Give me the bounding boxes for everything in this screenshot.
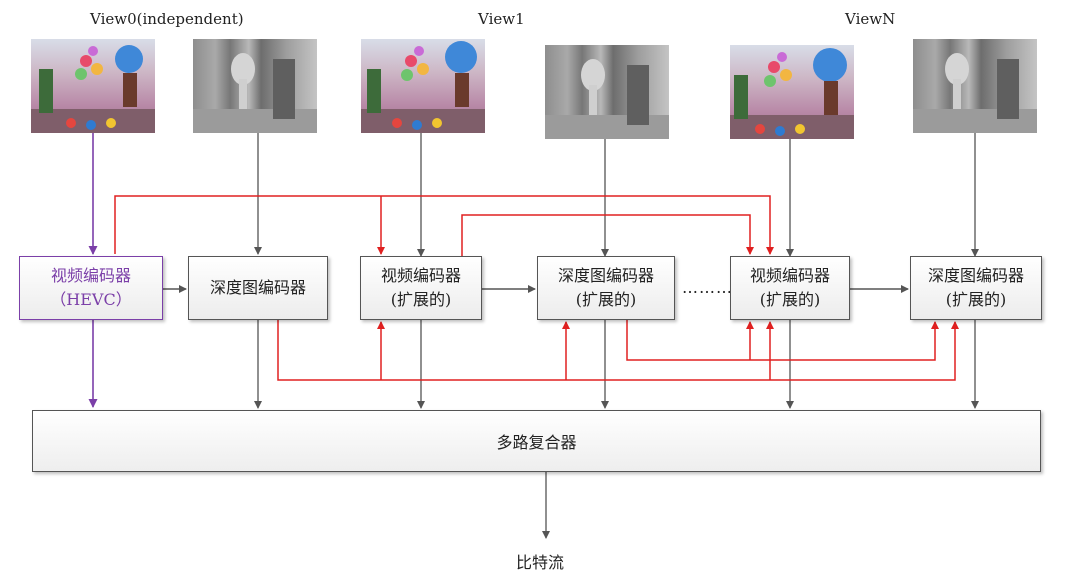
depth1-encoder: 深度图编码器 (扩展的) (537, 256, 675, 320)
bitstream-label: 比特流 (516, 549, 564, 573)
depth0-encoder-label: 深度图编码器 (210, 276, 306, 300)
depth1-encoder-label: 深度图编码器 (558, 264, 654, 288)
base-video-encoder-label: 视频编码器 (51, 264, 131, 288)
videoN-encoder-label: 视频编码器 (750, 264, 830, 288)
depth0-to-depthN-dependency (278, 320, 955, 380)
depth1-to-depthN-dependency (627, 320, 935, 360)
video1-encoder: 视频编码器 (扩展的) (360, 256, 482, 320)
videoN-encoder: 视频编码器 (扩展的) (730, 256, 850, 320)
depthN-encoder-extended: (扩展的) (946, 288, 1007, 312)
video1-to-videoN-dependency (462, 215, 750, 256)
depth1-encoder-extended: (扩展的) (576, 288, 637, 312)
video1-encoder-extended: (扩展的) (391, 288, 452, 312)
multiplexer-label: 多路复合器 (496, 429, 576, 453)
base-video-encoder: 视频编码器 （HEVC） (19, 256, 163, 320)
depthN-encoder-label: 深度图编码器 (928, 264, 1024, 288)
base-to-videoN-dependency (115, 196, 770, 254)
depthN-encoder: 深度图编码器 (扩展的) (910, 256, 1042, 320)
videoN-encoder-extended: (扩展的) (760, 288, 821, 312)
ellipsis: ……… (682, 278, 733, 297)
video1-encoder-label: 视频编码器 (381, 264, 461, 288)
base-video-encoder-codec: （HEVC） (50, 288, 131, 312)
multiplexer: 多路复合器 (32, 410, 1041, 472)
depth0-encoder: 深度图编码器 (188, 256, 328, 320)
